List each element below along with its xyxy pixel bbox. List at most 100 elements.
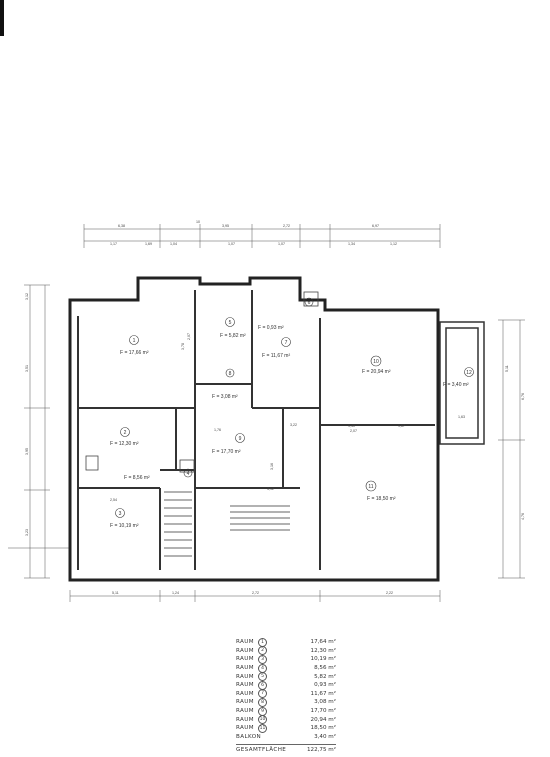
room-12-number: 12 xyxy=(466,370,472,376)
area-row-label: RAUM xyxy=(236,647,255,654)
room-3-number: 3 xyxy=(119,511,122,517)
area-row-value: 10,19 m² xyxy=(310,656,336,663)
dim-top-inner-5: 1,07 xyxy=(278,242,285,246)
room-11-number: 11 xyxy=(368,484,373,490)
dim-int-5: 2,07 xyxy=(350,429,357,433)
dim-top-4: 2,72 xyxy=(283,224,290,228)
room-7-number: 7 xyxy=(285,340,288,346)
room-6-label: 6 xyxy=(304,297,314,307)
room-12-label: 12 F = 3,40 m² xyxy=(443,367,474,388)
scan-edge-mark xyxy=(0,0,4,36)
total-value: 122,75 m² xyxy=(306,747,336,754)
room-10-area: F = 20,94 m² xyxy=(362,369,391,375)
room-10-number: 10 xyxy=(373,359,379,365)
area-row-label: RAUM xyxy=(236,725,255,732)
area-row-value: 0,93 m² xyxy=(314,682,336,689)
area-row-value: 11,67 m² xyxy=(310,690,336,697)
area-row-label: RAUM xyxy=(236,673,255,680)
room-11-area: F = 18,50 m² xyxy=(367,496,396,502)
area-row-number: 3 xyxy=(258,654,267,664)
dim-int-1: 3,78 xyxy=(181,343,185,350)
room-8-label: 8 F = 3,08 m² xyxy=(212,368,238,400)
dim-top-1: 6,38 xyxy=(118,224,125,228)
dim-int-11: 3,16 xyxy=(270,463,274,470)
room-11-label: 11 F = 18,50 m² xyxy=(365,480,396,502)
area-row-label: RAUM xyxy=(236,690,255,697)
room-4-area: F = 8,56 m² xyxy=(124,475,150,481)
area-row-number: 8 xyxy=(258,697,267,707)
dim-int-10: 2,07 xyxy=(187,333,191,340)
area-row-label: RAUM xyxy=(236,699,255,706)
room-1-area: F = 17,66 m² xyxy=(120,350,149,356)
area-row-number: 2 xyxy=(258,646,267,656)
dim-bottom-4: 2,22 xyxy=(386,591,393,595)
area-row-label: RAUM xyxy=(236,682,255,689)
area-row-number: 10 xyxy=(258,715,267,725)
room-7-label: 7 F = 11,67 m² xyxy=(262,337,291,359)
dim-bottom-1: 5,11 xyxy=(112,591,119,595)
dimension-lines xyxy=(8,224,525,602)
room-labels: 1 F = 17,66 m² 2 F = 12,30 m² 3 F = 10,1… xyxy=(110,297,474,529)
area-row-value: 3,08 m² xyxy=(314,699,336,706)
dim-int-3: 1,40 xyxy=(348,424,355,428)
room-6-number: 6 xyxy=(308,300,311,306)
dim-right-1: 5,11 xyxy=(505,365,509,372)
dim-int-2: 3,22 xyxy=(290,423,297,427)
dim-left-4: 3,23 xyxy=(25,529,29,536)
area-row-number: 6 xyxy=(258,680,267,690)
room-2-label: 2 F = 12,30 m² xyxy=(110,427,139,447)
dim-top-inner-4: 1,07 xyxy=(228,242,235,246)
dimension-labels: 6,38 10 3,95 2,72 6,97 1,17 1,69 1,04 1,… xyxy=(25,220,525,595)
room-2-number: 2 xyxy=(124,430,127,436)
room-4-number: 4 xyxy=(187,471,190,477)
room-2-area: F = 12,30 m² xyxy=(110,441,139,447)
area-row-value: 5,82 m² xyxy=(314,673,336,680)
area-row-number: 7 xyxy=(258,689,267,699)
dim-top-2: 10 xyxy=(196,220,200,224)
room-6-area: F = 0,93 m² xyxy=(258,325,284,331)
dim-top-inner-7: 1,12 xyxy=(390,242,397,246)
dim-right-2: 6,76 xyxy=(521,393,525,400)
dim-bottom-3: 2,72 xyxy=(252,591,259,595)
dim-int-8: 1,63 xyxy=(458,415,465,419)
area-row-label: RAUM xyxy=(236,708,255,715)
area-row-number: 5 xyxy=(258,672,267,682)
area-row-value: 18,50 m² xyxy=(310,725,336,732)
room-9-label: 9 F = 17,70 m² xyxy=(212,433,245,455)
dim-left-3: 3,95 xyxy=(25,448,29,455)
room-3-label: 3 F = 10,19 m² xyxy=(110,508,139,529)
dim-bottom-2: 1,24 xyxy=(172,591,179,595)
room-5-label: 5 F = 5,82 m² xyxy=(220,317,246,339)
room-4-label: 4 F = 8,56 m² xyxy=(124,468,193,481)
room-10-label: 10 F = 20,94 m² xyxy=(362,355,391,375)
dim-right-3: 4,76 xyxy=(521,513,525,520)
dim-left-1: 3,12 xyxy=(25,293,29,300)
dim-int-4: 1,87 xyxy=(398,424,405,428)
dim-top-inner-1: 1,17 xyxy=(110,242,117,246)
room-8-number: 8 xyxy=(229,371,232,377)
area-row-number: 11 xyxy=(258,723,267,733)
dim-top-inner-2: 1,69 xyxy=(145,242,152,246)
room-5-number: 5 xyxy=(229,320,232,326)
room-1-number: 1 xyxy=(133,338,136,344)
dim-int-7: 3,12 xyxy=(267,487,274,491)
area-row-value: 20,94 m² xyxy=(310,716,336,723)
balcony xyxy=(439,321,485,445)
area-row-number: 4 xyxy=(258,663,267,673)
balkon-value: 3,40 m² xyxy=(314,733,336,740)
area-row-number: 1 xyxy=(258,637,267,647)
room-6-area-label: F = 0,93 m² xyxy=(258,325,284,331)
area-row-label: RAUM xyxy=(236,716,255,723)
dim-top-inner-6: 1,34 xyxy=(348,242,355,246)
